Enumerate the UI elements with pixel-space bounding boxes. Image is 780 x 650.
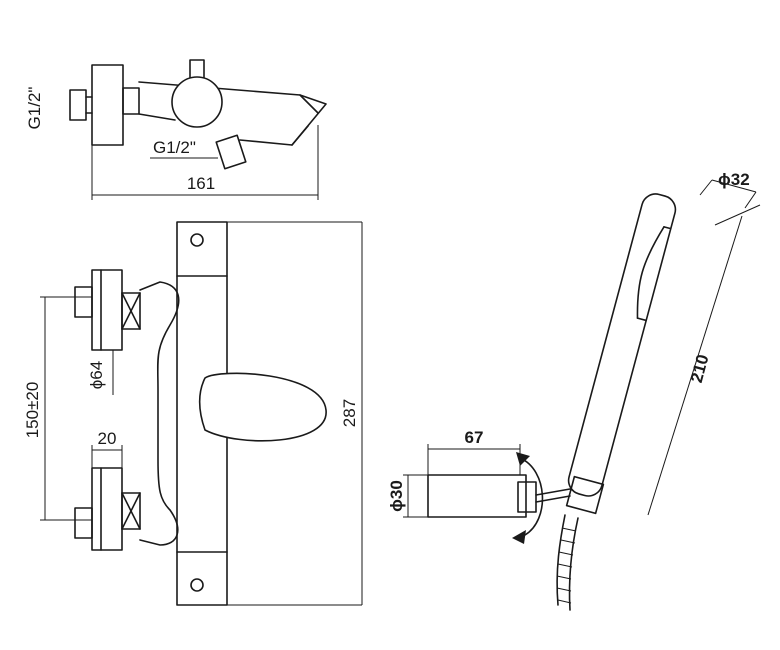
hose: [556, 514, 566, 606]
top-thread-lower-label: G1/2": [153, 138, 196, 157]
hand-shower-length-label: 210: [687, 352, 713, 384]
holder-length-label: 67: [465, 428, 484, 447]
holder-body: [427, 474, 527, 518]
holder-joint: [517, 481, 537, 513]
top-connector: [122, 87, 140, 115]
hand-shower-view: ϕ32 210: [556, 170, 761, 611]
front-crossbar: [139, 281, 180, 546]
holder-view: 67 ϕ30: [387, 428, 571, 544]
top-thread-left-label: G1/2": [25, 87, 44, 130]
front-view: 150±20 ϕ64 20 287: [23, 221, 363, 606]
rotation-arrow-head-bottom: [512, 530, 526, 544]
top-inlet-pipe: [69, 89, 87, 121]
top-round-knob: [171, 76, 223, 128]
front-lower-inlet-pipe: [74, 507, 93, 539]
front-lower-inlet-flange: [91, 467, 123, 551]
top-wall-flange: [91, 64, 124, 146]
front-bottom-screw: [190, 578, 204, 592]
hand-shower-body: [567, 193, 677, 497]
front-upper-inlet-flange: [91, 269, 123, 351]
top-spout: [138, 81, 327, 146]
top-shower-outlet: [215, 134, 247, 170]
front-centers-label: 150±20: [23, 382, 42, 439]
front-spout: [198, 372, 327, 442]
hose-connector: [565, 475, 605, 515]
hand-shower-diameter-label: ϕ32: [718, 170, 750, 189]
rotation-arrow: [519, 457, 544, 536]
front-upper-inlet-pipe: [74, 286, 93, 318]
holder-diameter-label: ϕ30: [387, 480, 406, 512]
top-view: 161 G1/2" G1/2": [25, 59, 327, 200]
front-height-label: 287: [340, 399, 359, 427]
hand-shower-face: [636, 226, 665, 319]
front-inlet-diameter-label: ϕ64: [87, 361, 106, 389]
front-top-screw: [190, 233, 204, 247]
front-inlet-depth-label: 20: [98, 429, 117, 448]
front-lower-nut: [121, 492, 141, 530]
front-upper-nut: [121, 292, 141, 330]
top-width-label: 161: [187, 174, 215, 193]
